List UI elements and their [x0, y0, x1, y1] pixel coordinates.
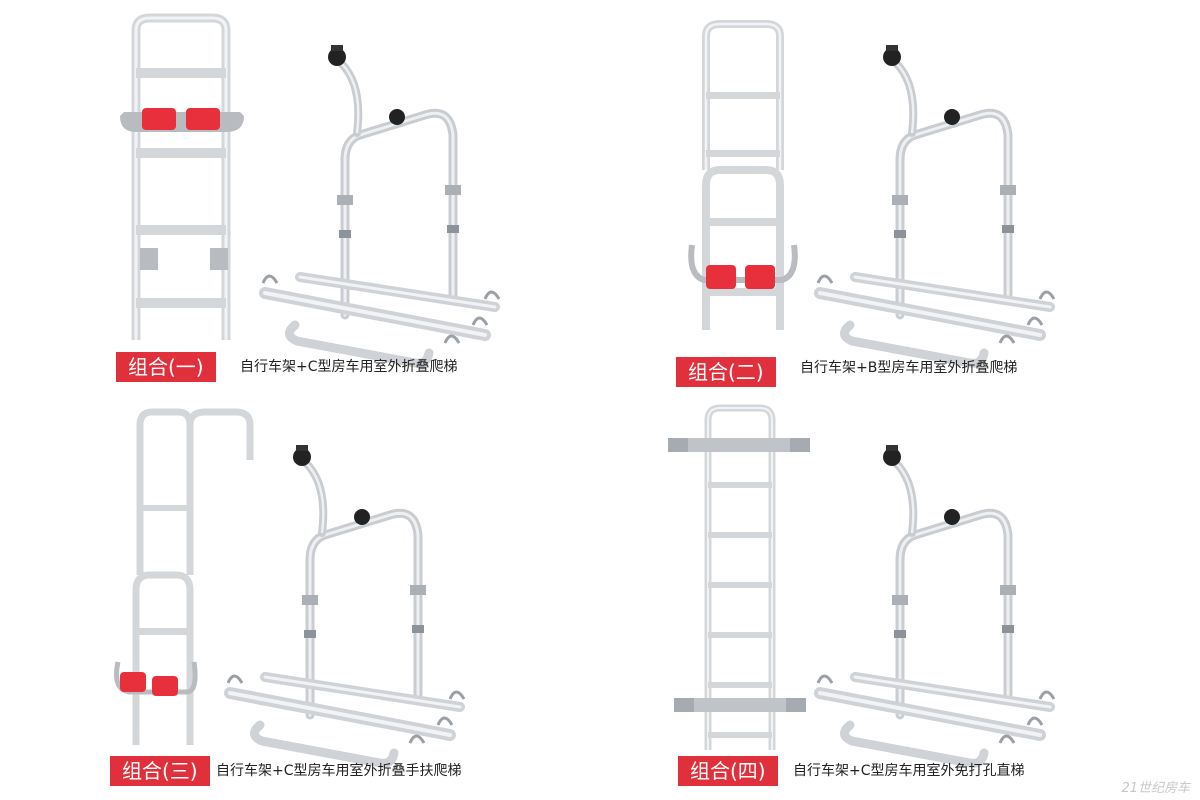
- combo-caption: 自行车架+C型房车用室外免打孔直梯: [793, 763, 1025, 779]
- ladder-c-folding-handrail-illustration: [114, 408, 600, 800]
- ladder-c-folding-handrail: [114, 408, 254, 745]
- combo-badge: 组合(一): [116, 352, 216, 382]
- combo-caption: 自行车架+B型房车用室外折叠爬梯: [800, 360, 1018, 376]
- ladder-b-folding-illustration: [688, 20, 1200, 400]
- bike-rack: [263, 45, 499, 363]
- red-pad-right: [186, 108, 220, 130]
- combo-2: 组合(二) 自行车架+B型房车用室外折叠爬梯: [600, 0, 1200, 400]
- combo-badge: 组合(二): [676, 357, 776, 387]
- ladder-c-folding-illustration: [120, 13, 600, 400]
- red-pad-right: [152, 676, 178, 696]
- combo-badge: 组合(三): [110, 756, 210, 786]
- combo-4: 组合(四) 自行车架+C型房车用室外免打孔直梯 21世纪房车: [600, 400, 1200, 800]
- red-pad-left: [706, 265, 736, 289]
- ladder-b-folding: [688, 20, 798, 330]
- bike-rack: [818, 445, 1054, 763]
- red-pad-left: [142, 108, 176, 130]
- combo-3: 组合(三) 自行车架+C型房车用室外折叠手扶爬梯: [0, 400, 600, 800]
- watermark-logo: 21世纪房车: [1121, 781, 1190, 796]
- ladder-c-folding: [120, 13, 244, 340]
- combo-badge: 组合(四): [678, 756, 778, 786]
- bike-rack: [228, 445, 464, 763]
- combo-1: 组合(一) 自行车架+C型房车用室外折叠爬梯: [0, 0, 600, 400]
- red-pad-right: [745, 265, 775, 289]
- combo-caption: 自行车架+C型房车用室外折叠手扶爬梯: [216, 763, 462, 779]
- bike-rack: [818, 45, 1054, 363]
- red-pad-left: [120, 672, 146, 692]
- ladder-c-straight-illustration: [668, 404, 1200, 800]
- ladder-c-straight: [668, 404, 810, 750]
- combo-caption: 自行车架+C型房车用室外折叠爬梯: [240, 359, 458, 375]
